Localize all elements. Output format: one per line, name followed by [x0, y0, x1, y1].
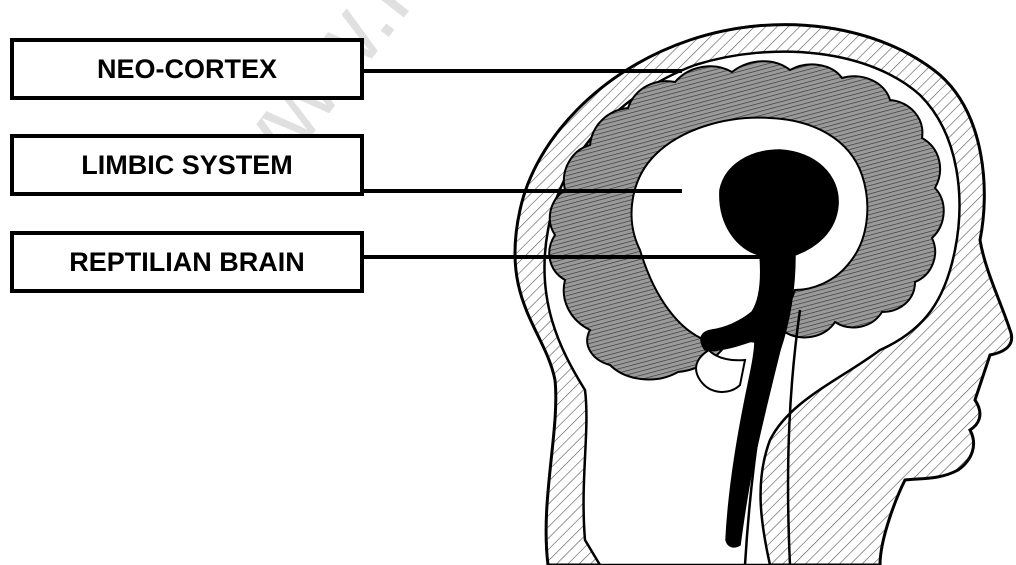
- limbic-system-label: LIMBIC SYSTEM: [10, 134, 364, 196]
- neo-cortex-label: NEO-CORTEX: [10, 38, 364, 100]
- reptilian-brain-label: REPTILIAN BRAIN: [10, 231, 364, 293]
